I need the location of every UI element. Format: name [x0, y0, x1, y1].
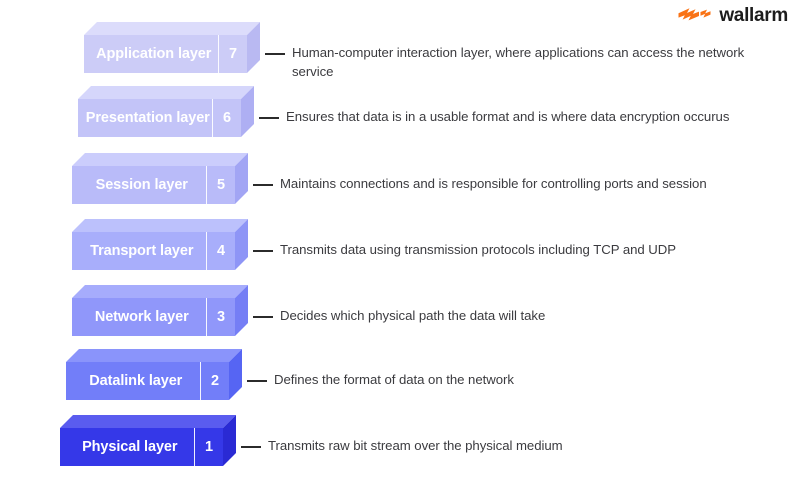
layer-box-top-face: [84, 22, 260, 35]
layer-box-side-face: [241, 86, 254, 137]
wallarm-lightning-icon: [678, 8, 711, 21]
layer-box-top-face: [72, 285, 248, 298]
layer-connector-line: [265, 53, 285, 55]
layer-name: Session layer: [95, 177, 188, 193]
layer-box-side-face: [235, 153, 248, 204]
layer-box-2[interactable]: Datalink layer 2: [66, 362, 229, 400]
layer-box-4[interactable]: Transport layer 4: [72, 232, 235, 270]
layer-name: Physical layer: [82, 439, 178, 455]
layer-box-side-face: [235, 285, 248, 336]
layer-description: Defines the format of data on the networ…: [274, 372, 514, 387]
layer-box-side-face: [235, 219, 248, 270]
layer-connector-line: [241, 446, 261, 448]
layer-box-top-face: [72, 153, 248, 166]
layer-number-badge: 5: [216, 177, 226, 193]
layer-number-badge: 7: [228, 46, 238, 62]
layer-connector-line: [259, 117, 279, 119]
layer-box-1[interactable]: Physical layer 1: [60, 428, 223, 466]
layer-box-7[interactable]: Application layer 7: [84, 35, 247, 73]
layer-description: Decides which physical path the data wil…: [280, 308, 546, 323]
layer-description: Transmits data using transmission protoc…: [280, 242, 676, 257]
layer-name: Application layer: [96, 46, 212, 62]
layer-box-top-face: [60, 415, 236, 428]
layer-name: Presentation layer: [85, 110, 210, 126]
layer-box-side-face: [247, 22, 260, 73]
layer-number-badge: 2: [210, 373, 220, 389]
layer-name: Transport layer: [90, 243, 194, 259]
layer-box-side-face: [223, 415, 236, 466]
layer-divider: [205, 232, 207, 270]
layer-divider: [217, 35, 219, 73]
layer-box-side-face: [229, 349, 242, 400]
layer-name: Datalink layer: [89, 373, 183, 389]
layer-divider: [205, 166, 207, 204]
layer-box-5[interactable]: Session layer 5: [72, 166, 235, 204]
wallarm-wordmark: wallarm: [719, 5, 788, 26]
layer-box-top-face: [78, 86, 254, 99]
layer-divider: [205, 298, 207, 336]
layer-divider: [199, 362, 201, 400]
layer-number-badge: 4: [216, 243, 226, 259]
layer-description: Maintains connections and is responsible…: [280, 176, 707, 191]
layer-number-badge: 6: [222, 110, 232, 126]
layer-box-3[interactable]: Network layer 3: [72, 298, 235, 336]
layer-description: Transmits raw bit stream over the physic…: [268, 438, 563, 453]
layer-description: Ensures that data is in a usable format …: [286, 109, 730, 124]
layer-divider: [193, 428, 195, 466]
layer-connector-line: [253, 250, 273, 252]
layer-divider: [211, 99, 213, 137]
layer-box-top-face: [66, 349, 242, 362]
layer-box-top-face: [72, 219, 248, 232]
layer-box-6[interactable]: Presentation layer 6: [78, 99, 241, 137]
layer-number-badge: 3: [216, 309, 226, 325]
layer-description: Human-computer interaction layer, where …: [292, 45, 745, 79]
layer-number-badge: 1: [204, 439, 214, 455]
layer-name: Network layer: [94, 309, 189, 325]
layer-connector-line: [253, 184, 273, 186]
layer-connector-line: [253, 316, 273, 318]
wallarm-logo: wallarm: [678, 6, 788, 25]
layer-connector-line: [247, 380, 267, 382]
